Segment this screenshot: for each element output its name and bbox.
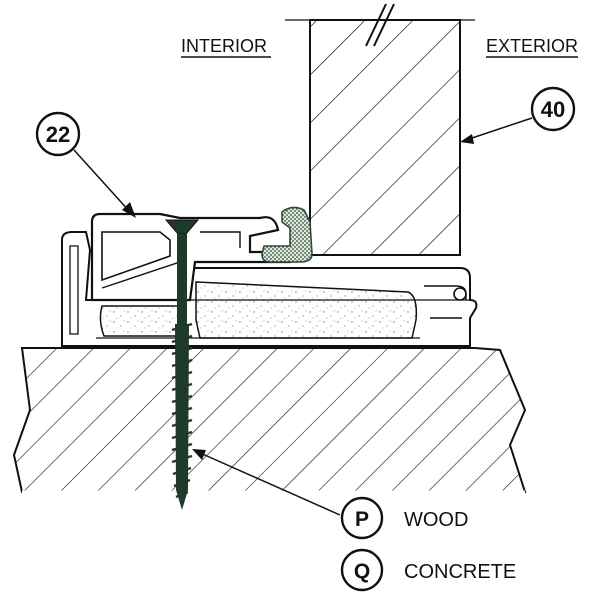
label-interior: INTERIOR [181,36,271,58]
svg-text:22: 22 [46,122,70,147]
svg-text:40: 40 [541,97,565,122]
screw [164,219,200,510]
svg-text:P: P [355,508,369,531]
legend-item-concrete: Q CONCRETE [340,548,516,592]
screw-leader [192,449,341,516]
svg-text:WOOD: WOOD [404,509,468,531]
substrate [12,347,527,494]
insulation-foam [99,281,418,339]
svg-text:CONCRETE: CONCRETE [404,561,516,583]
callout-22: 22 [35,111,136,218]
wall-block-40 [309,19,461,256]
svg-text:INTERIOR: INTERIOR [181,36,267,56]
callout-40: 40 [460,86,576,144]
label-exterior: EXTERIOR [486,36,578,58]
svg-text:EXTERIOR: EXTERIOR [486,36,578,56]
legend-item-wood: P WOOD [340,496,468,540]
seal-gasket [261,206,313,263]
svg-text:Q: Q [354,560,370,583]
